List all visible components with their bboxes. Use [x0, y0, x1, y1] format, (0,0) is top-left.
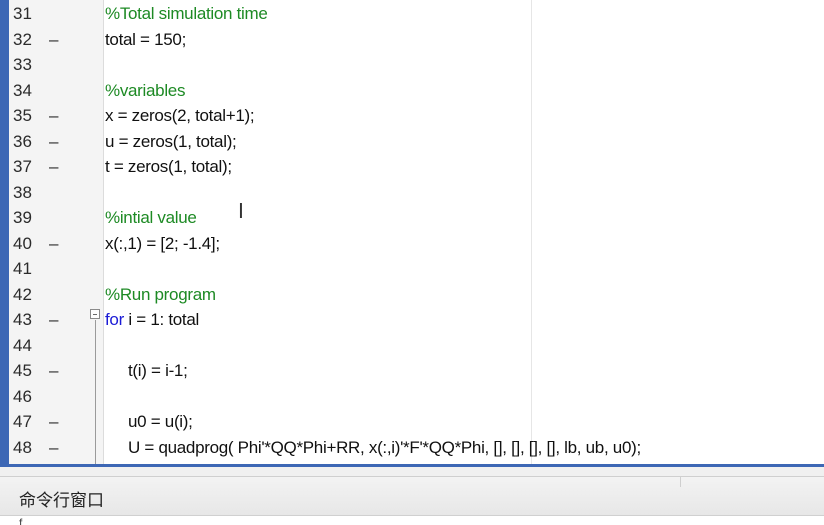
line-number: 48: [13, 437, 32, 457]
line-number: 40: [13, 233, 32, 253]
code-text[interactable]: u0 = u(i);: [128, 409, 193, 435]
code-line[interactable]: 35– x = zeros(2, total+1);: [9, 103, 824, 129]
command-window-body[interactable]: [0, 516, 824, 525]
code-token: x(:,1) = [2; -1.4];: [105, 233, 220, 253]
code-token: i = 1: total: [123, 310, 199, 329]
line-number: 33: [13, 55, 32, 74]
line-number: 32: [13, 29, 32, 49]
code-line[interactable]: 33: [9, 52, 824, 78]
code-text[interactable]: u = zeros(1, total);: [105, 129, 237, 155]
panel-divider[interactable]: [0, 467, 824, 476]
line-number: 41: [13, 259, 32, 278]
breakpoint-marker[interactable]: –: [49, 412, 59, 431]
code-line[interactable]: 40– x(:,1) = [2; -1.4];: [9, 231, 824, 257]
code-line[interactable]: 45– t(i) = i-1;: [9, 358, 824, 384]
line-number: 37: [13, 157, 32, 176]
line-number: 35: [13, 106, 32, 125]
code-comment: %variables: [105, 80, 186, 100]
line-number: 42: [13, 284, 32, 304]
code-line[interactable]: 42 %Run program: [9, 282, 824, 308]
line-number: 31: [13, 4, 32, 23]
breakpoint-marker[interactable]: –: [49, 310, 59, 329]
code-text[interactable]: x(:,1) = [2; -1.4];: [105, 231, 220, 257]
code-text[interactable]: U = quadprog( Phi'*QQ*Phi+RR, x(:,i)'*F'…: [128, 435, 641, 461]
code-token: u0 = u(i);: [128, 412, 193, 431]
code-line[interactable]: 34 %variables: [9, 78, 824, 104]
code-text[interactable]: total = 150;: [105, 27, 186, 53]
code-comment: %Total simulation time: [105, 4, 268, 23]
header-divider: [680, 477, 681, 487]
fold-guide-line: [95, 320, 96, 466]
line-number-gutter: [9, 0, 104, 466]
code-token: total = 150;: [105, 29, 186, 49]
right-margin-guide: [531, 0, 532, 466]
line-number: 34: [13, 80, 32, 100]
breakpoint-marker[interactable]: –: [49, 131, 59, 151]
code-text[interactable]: x = zeros(2, total+1);: [105, 103, 255, 129]
code-text[interactable]: %variables: [105, 78, 185, 104]
text-cursor-icon: I: [238, 199, 244, 223]
code-line[interactable]: 48– U = quadprog( Phi'*QQ*Phi+RR, x(:,i)'…: [9, 435, 824, 461]
code-line[interactable]: 46: [9, 384, 824, 410]
line-number: 47: [13, 412, 32, 431]
code-line[interactable]: 31 %Total simulation time: [9, 1, 824, 27]
fold-collapse-icon[interactable]: [90, 309, 100, 319]
code-text[interactable]: for i = 1: total: [105, 307, 199, 333]
editor-focus-border: [0, 464, 824, 467]
code-text[interactable]: %intial value: [105, 205, 197, 231]
code-token: t = zeros(1, total);: [105, 157, 232, 176]
breakpoint-marker[interactable]: –: [49, 437, 59, 457]
code-text[interactable]: %Run program: [105, 282, 216, 308]
code-token: t(i) = i-1;: [128, 361, 188, 380]
code-token: x = zeros(2, total+1);: [105, 106, 255, 125]
line-number: 46: [13, 386, 32, 406]
line-number: 43: [13, 310, 32, 329]
code-token: U = quadprog( Phi'*QQ*Phi+RR, x(:,i)'*F'…: [128, 437, 641, 457]
code-line[interactable]: 32– total = 150;: [9, 27, 824, 53]
breakpoint-marker[interactable]: –: [49, 106, 59, 125]
breakpoint-marker[interactable]: –: [49, 157, 59, 176]
code-line[interactable]: 36– u = zeros(1, total);: [9, 129, 824, 155]
breakpoint-marker[interactable]: –: [49, 29, 59, 49]
code-line[interactable]: 37– t = zeros(1, total);: [9, 154, 824, 180]
code-keyword: for: [105, 310, 124, 329]
command-window-header[interactable]: 命令行窗口: [0, 476, 824, 516]
command-prompt: f: [19, 516, 23, 525]
code-comment: %intial value: [105, 208, 197, 227]
line-number: 38: [13, 182, 32, 202]
code-text[interactable]: %Total simulation time: [105, 1, 268, 27]
code-line[interactable]: 38: [9, 180, 824, 206]
line-number: 45: [13, 361, 32, 380]
line-number: 39: [13, 208, 32, 227]
code-line[interactable]: 39 %intial value: [9, 205, 824, 231]
breakpoint-marker[interactable]: –: [49, 233, 59, 253]
code-line[interactable]: 41: [9, 256, 824, 282]
code-line[interactable]: 44: [9, 333, 824, 359]
command-window-title: 命令行窗口: [19, 491, 104, 511]
code-comment: %Run program: [105, 284, 216, 304]
line-number: 36: [13, 131, 32, 151]
code-text[interactable]: t(i) = i-1;: [128, 358, 188, 384]
code-line[interactable]: 43– for i = 1: total: [9, 307, 824, 333]
line-number: 44: [13, 335, 32, 355]
code-token: u = zeros(1, total);: [105, 131, 237, 151]
breakpoint-marker[interactable]: –: [49, 361, 59, 380]
code-line[interactable]: 47– u0 = u(i);: [9, 409, 824, 435]
code-text[interactable]: t = zeros(1, total);: [105, 154, 232, 180]
